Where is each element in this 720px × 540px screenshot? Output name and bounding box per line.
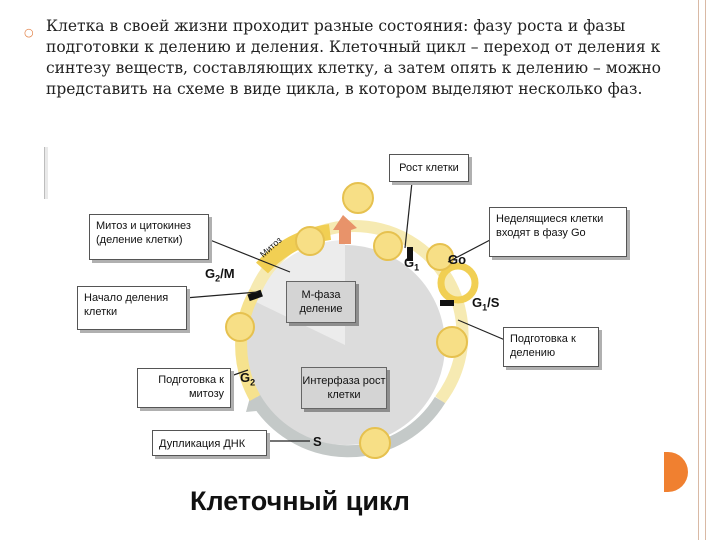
cell-top xyxy=(342,182,374,214)
s-phase-band xyxy=(249,394,446,458)
division-arrow xyxy=(333,215,357,244)
diagram-title: Клеточный цикл xyxy=(190,486,410,516)
phase-g1s: G1/S xyxy=(472,295,500,313)
cell-right xyxy=(436,326,468,358)
label-division-start: Начало деления клетки xyxy=(77,286,187,330)
bullet-marker: ○ xyxy=(24,26,34,39)
g2m-checkpoint xyxy=(247,289,263,302)
box-m-phase: М-фаза деление xyxy=(286,281,356,323)
g1s-checkpoint xyxy=(440,300,454,306)
cell-dividing-right xyxy=(373,231,403,261)
cell-bottom xyxy=(359,427,391,459)
decorative-left-bar xyxy=(44,147,48,199)
label-prep-mitosis: Подготовка к митозу xyxy=(137,368,231,408)
label-non-dividing: Неделящиеся клетки входят в фазу Go xyxy=(489,207,627,257)
cell-left xyxy=(225,312,255,342)
phase-go: Go xyxy=(448,252,467,267)
cell-go xyxy=(426,243,454,271)
intro-paragraph: Клетка в своей жизни проходит разные сос… xyxy=(46,17,662,98)
phase-g1: G1 xyxy=(404,255,420,273)
go-loop xyxy=(437,262,479,304)
cell-dividing-left xyxy=(295,226,325,256)
phase-g2m: G2/M xyxy=(205,266,235,284)
label-mitosis-cytokinesis: Митоз и цитокинез (деление клетки) xyxy=(89,214,209,260)
box-interphase: Интерфаза рост клетки xyxy=(301,367,387,409)
page-border-right xyxy=(698,0,706,540)
label-cell-growth: Рост клетки xyxy=(389,154,469,182)
cells xyxy=(225,182,468,459)
g1-checkpoint xyxy=(407,247,413,261)
phase-g2: G2 xyxy=(240,370,256,388)
label-dna-duplication: Дупликация ДНК xyxy=(152,430,267,456)
label-prep-division: Подготовка к делению xyxy=(503,327,599,367)
phase-s: S xyxy=(313,434,322,449)
g2-ring xyxy=(235,289,261,401)
